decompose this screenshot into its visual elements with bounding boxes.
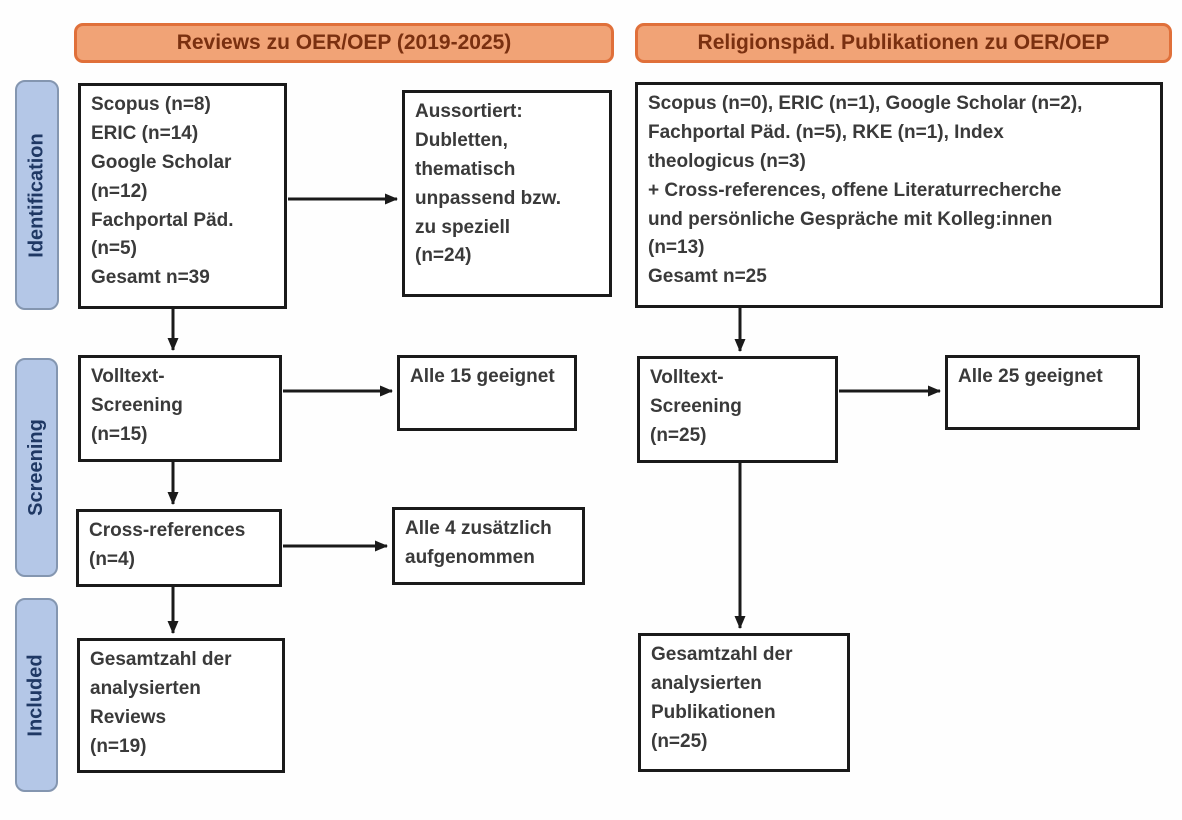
box-left-cross-references-result: Alle 4 zusätzlich aufgenommen: [392, 507, 585, 585]
box-right-fulltext-screening: Volltext- Screening (n=25): [637, 356, 838, 463]
column-header-religionspaed: Religionspäd. Publikationen zu OER/OEP: [635, 23, 1172, 63]
box-right-fulltext-result: Alle 25 geeignet: [945, 355, 1140, 430]
column-header-reviews: Reviews zu OER/OEP (2019-2025): [74, 23, 614, 63]
stage-label-included-text: Included: [25, 653, 48, 737]
stage-label-included: Included: [15, 598, 58, 792]
box-left-cross-references: Cross-references (n=4): [76, 509, 282, 587]
stage-label-screening: Screening: [15, 358, 58, 577]
box-right-included-total: Gesamtzahl der analysierten Publikatione…: [638, 633, 850, 772]
stage-label-identification-text: Identification: [25, 132, 48, 258]
box-right-sources: Scopus (n=0), ERIC (n=1), Google Scholar…: [635, 82, 1163, 308]
box-left-fulltext-result: Alle 15 geeignet: [397, 355, 577, 431]
stage-label-identification: Identification: [15, 80, 59, 310]
stage-label-screening-text: Screening: [25, 419, 48, 516]
box-left-excluded: Aussortiert: Dubletten, thematisch unpas…: [402, 90, 612, 297]
box-left-included-total: Gesamtzahl der analysierten Reviews (n=1…: [77, 638, 285, 773]
box-left-sources: Scopus (n=8) ERIC (n=14) Google Scholar …: [78, 83, 287, 309]
box-left-fulltext-screening: Volltext- Screening (n=15): [78, 355, 282, 462]
